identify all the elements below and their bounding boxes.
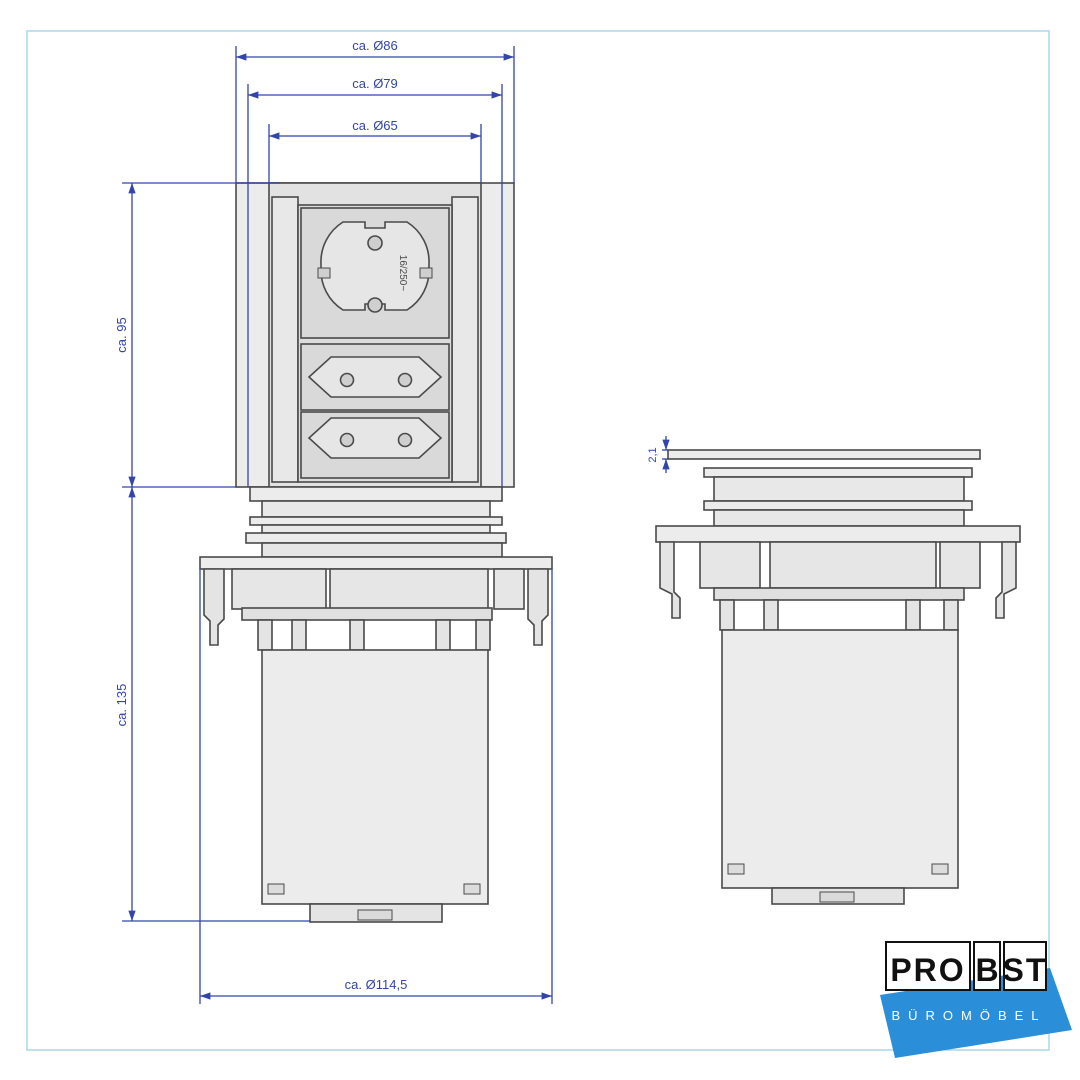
euro-socket-2 (300, 411, 450, 479)
socket-rating-label: 16/250~ (397, 255, 408, 292)
flange-top (199, 556, 553, 570)
schuko-socket: 16/250~ (300, 207, 450, 339)
collar-ring-3 (245, 532, 507, 544)
dim-d79-label: ca. Ø79 (352, 76, 398, 91)
logo-tagline: BÜROMÖBEL (891, 1008, 1046, 1023)
dim-h95-label: ca. 95 (114, 317, 129, 352)
drawing-frame (26, 30, 1050, 1051)
collar-ring-1 (249, 486, 503, 502)
side-flange (655, 525, 1021, 543)
dim-d65-label: ca. Ø65 (352, 118, 398, 133)
dim-d114-label: ca. Ø114,5 (345, 977, 408, 992)
collar-ring-2 (249, 516, 503, 526)
dimensions (122, 46, 670, 1004)
logo-part2: B (975, 952, 998, 988)
side-view (655, 449, 1021, 905)
dim-h21-label: 2,1 (647, 447, 659, 462)
logo-part1: PRO (890, 952, 965, 988)
front-body (261, 649, 489, 905)
euro-socket-1 (300, 343, 450, 411)
logo-part3: ST (1003, 952, 1048, 988)
side-lid (667, 449, 981, 460)
probst-logo: PRO B ST BÜROMÖBEL (880, 941, 1072, 1058)
dim-d86-label: ca. Ø86 (352, 38, 398, 53)
front-view: 16/250~ (199, 182, 553, 923)
side-body (721, 629, 959, 889)
dim-h135-label: ca. 135 (114, 684, 129, 727)
